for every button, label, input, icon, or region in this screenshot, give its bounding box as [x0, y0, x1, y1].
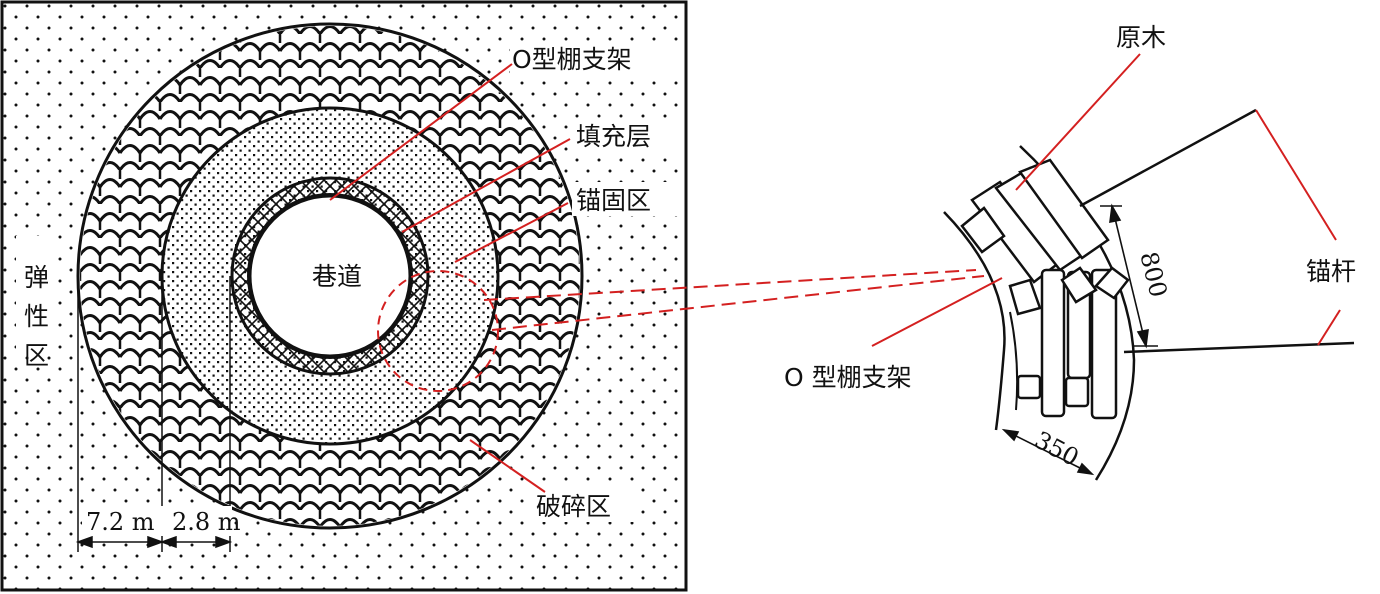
support-frame — [960, 158, 1130, 420]
roadway — [248, 194, 412, 358]
dimension-800: 800 — [1134, 249, 1172, 300]
dimension-800-line — [1100, 203, 1158, 349]
left-cross-section: 巷道 O型棚支架 填充层 锚固区 破碎区 弹性区 — [0, 0, 688, 592]
detail-circle — [377, 270, 499, 392]
dimension-2-8: 2.8 m — [172, 508, 241, 536]
bolt-label: 锚杆 — [1306, 257, 1356, 286]
fill-layer-label: 填充层 — [576, 122, 651, 151]
roadway-boundary-inner — [943, 211, 1006, 431]
broken-zone-label: 破碎区 — [536, 492, 611, 521]
right-detail-view: 800 350 原木 锚杆 O 型棚支架 — [784, 23, 1356, 481]
right-leader-lines — [871, 53, 1341, 347]
support-label: O型棚支架 — [512, 45, 632, 74]
left-leader-lines — [329, 63, 571, 493]
elastic-zone-label: 弹性区 — [21, 264, 50, 381]
right-support-label: O 型棚支架 — [784, 363, 912, 392]
roadway-label: 巷道 — [312, 262, 362, 291]
anchored-zone-label: 锚固区 — [576, 186, 651, 215]
dimension-7-2: 7.2 m — [86, 508, 155, 536]
dimension-350-line — [1001, 428, 1095, 476]
anchor-bolts — [1079, 108, 1355, 354]
log-label: 原木 — [1116, 23, 1166, 52]
projection-lines — [483, 269, 985, 331]
